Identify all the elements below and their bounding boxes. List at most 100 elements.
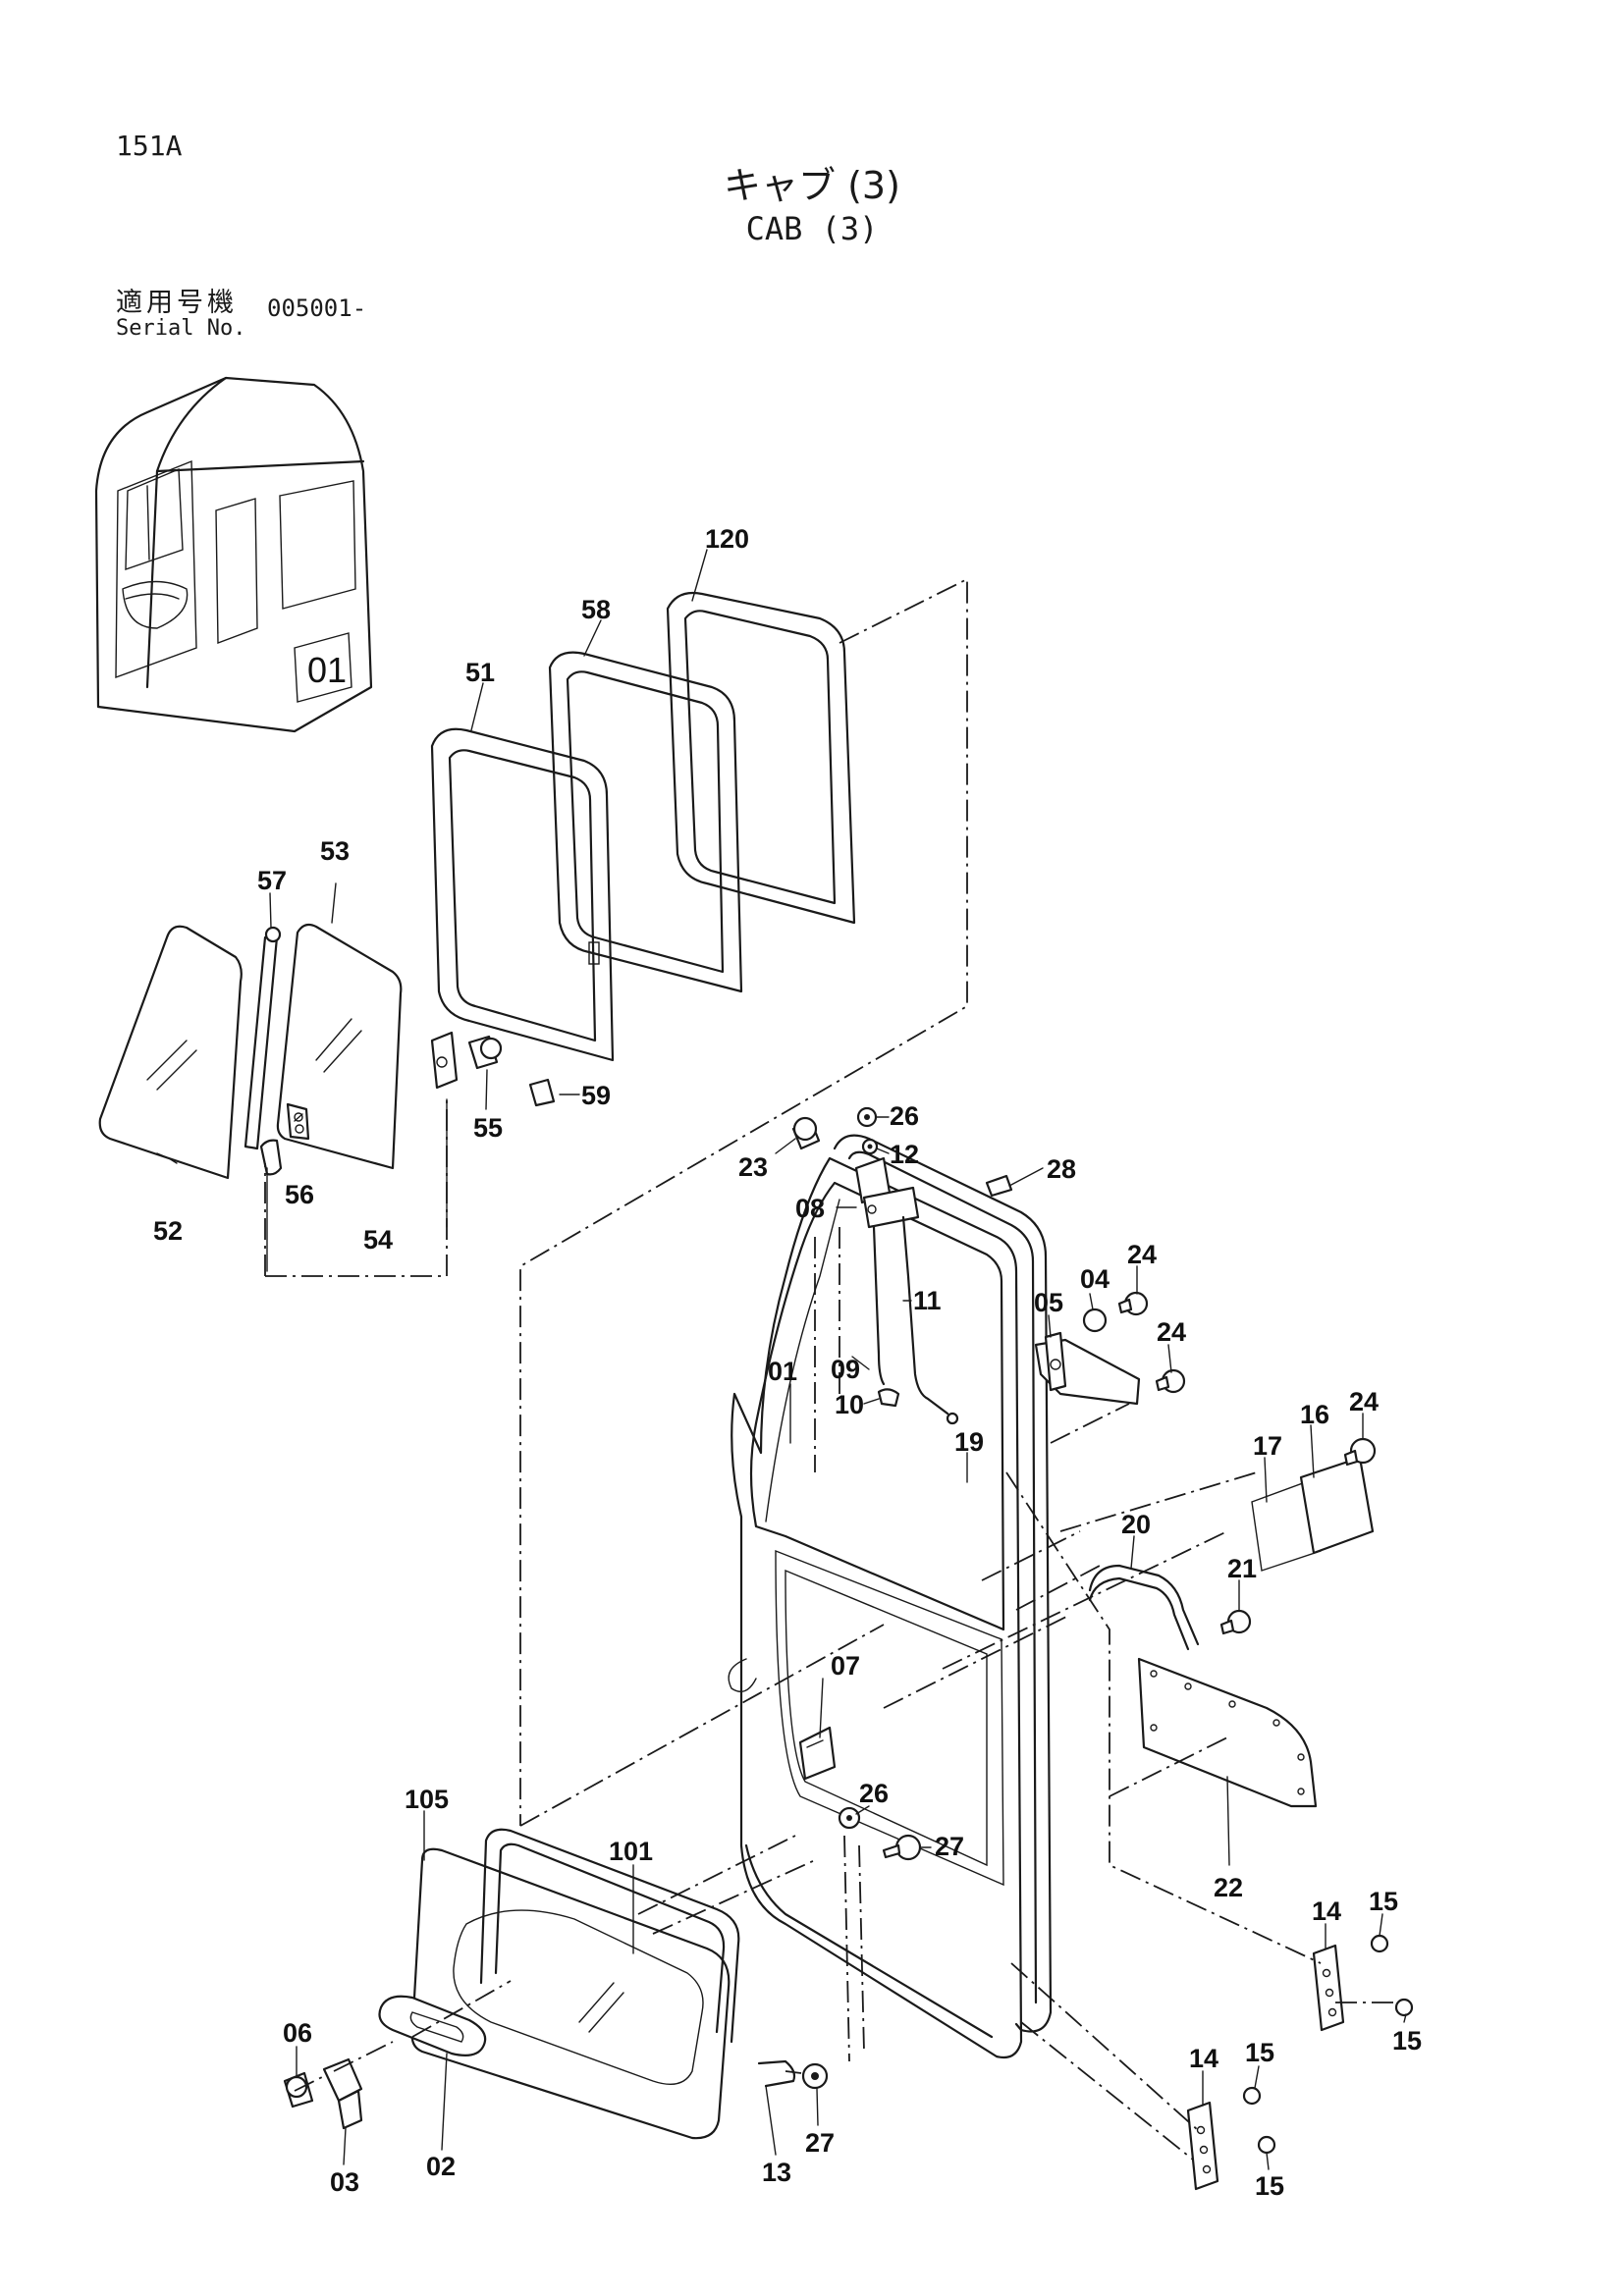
catch-bracket-54 [430, 1031, 459, 1090]
callout-13: 13 [762, 2158, 791, 2187]
callout-55: 55 [473, 1113, 503, 1143]
inner-handle-07 [798, 1726, 837, 1781]
bolt-24-b [1155, 1368, 1186, 1394]
nut-27-lower [801, 2062, 829, 2090]
callout-56: 56 [285, 1180, 314, 1209]
callout-numbers: 120 58 51 57 53 52 56 54 55 59 26 12 23 … [153, 524, 1422, 2201]
lock-bracket-08 [854, 1156, 920, 1229]
callout-26-door: 26 [859, 1779, 889, 1808]
bolt-15-a [1370, 1934, 1389, 1953]
clamp-28 [985, 1174, 1013, 1198]
bolt-55 [467, 1035, 503, 1070]
callout-53: 53 [320, 836, 350, 866]
bolt-21 [1219, 1609, 1252, 1635]
callout-12: 12 [890, 1140, 919, 1169]
callout-52: 52 [153, 1216, 183, 1246]
washer-12 [861, 1138, 879, 1155]
striker-05 [1034, 1331, 1141, 1406]
leader-lines [156, 549, 1407, 2170]
washer-04 [1082, 1308, 1108, 1333]
door-seal-19 [833, 1134, 1053, 2033]
callout-14-lower: 14 [1189, 2044, 1218, 2073]
serial-label-japanese: 適用号機 [116, 288, 238, 318]
callout-15-c: 15 [1245, 2038, 1274, 2067]
callout-24-b: 24 [1157, 1317, 1186, 1347]
callout-03: 03 [330, 2167, 359, 2197]
callout-08: 08 [795, 1194, 825, 1223]
callout-105: 105 [405, 1785, 449, 1814]
bolt-24-c [1343, 1437, 1377, 1467]
callout-19: 19 [954, 1427, 984, 1457]
callout-51: 51 [465, 658, 495, 687]
callout-02: 02 [426, 2152, 456, 2181]
callout-101: 101 [609, 1837, 653, 1866]
bolt-15-c [1242, 2086, 1262, 2106]
callout-58: 58 [581, 595, 611, 624]
hinge-14-upper [1312, 1944, 1345, 2032]
lock-cable-11 [901, 1215, 959, 1425]
callout-27-door: 27 [935, 1832, 964, 1861]
handle-escutcheon-02 [378, 1995, 487, 2056]
callout-17: 17 [1253, 1431, 1282, 1461]
callout-06: 06 [283, 2018, 312, 2048]
callout-15-d: 15 [1255, 2171, 1284, 2201]
callout-24-c: 24 [1349, 1387, 1379, 1416]
callout-11: 11 [913, 1286, 942, 1315]
callout-57: 57 [257, 866, 287, 895]
bolt-15-b [1394, 1998, 1414, 2017]
callout-07: 07 [831, 1651, 860, 1681]
callout-15-b: 15 [1392, 2026, 1422, 2056]
serial-label-english: Serial No. [116, 316, 246, 341]
lock-rod-09 [872, 1225, 886, 1386]
title-english: CAB (3) [745, 210, 879, 247]
nut-26-door [838, 1806, 861, 1830]
callout-09: 09 [831, 1355, 860, 1384]
bolt-15-d [1257, 2135, 1276, 2155]
callout-120: 120 [705, 524, 749, 554]
nut-26-top [856, 1106, 878, 1128]
window-glass-53 [276, 923, 403, 1170]
inset-part-label: 01 [307, 650, 347, 690]
window-panel-105 [410, 1847, 731, 2140]
callout-54: 54 [363, 1225, 393, 1255]
callout-14-upper: 14 [1312, 1896, 1341, 1926]
callout-27-lower: 27 [805, 2128, 835, 2158]
window-seal-101 [479, 1828, 740, 2044]
cab-inset-illustration: 01 [94, 376, 373, 733]
clip-10 [877, 1388, 900, 1408]
callout-15-a: 15 [1369, 1887, 1398, 1916]
callout-04: 04 [1080, 1264, 1110, 1294]
window-glass-52 [98, 925, 243, 1180]
grab-handle-20 [1088, 1564, 1200, 1651]
callout-22: 22 [1214, 1873, 1243, 1902]
bolt-23 [791, 1116, 821, 1150]
callout-01: 01 [768, 1357, 797, 1386]
callout-24-a: 24 [1127, 1240, 1157, 1269]
rod-13 [757, 2059, 796, 2088]
callout-20: 20 [1121, 1510, 1151, 1539]
cover-plate-16 [1299, 1456, 1375, 1555]
callout-05: 05 [1034, 1288, 1063, 1317]
callout-21: 21 [1227, 1554, 1257, 1583]
callout-28: 28 [1047, 1154, 1076, 1184]
callout-16: 16 [1300, 1400, 1329, 1429]
bolt-24-a [1117, 1291, 1149, 1316]
title-japanese: キャブ (3) [724, 164, 900, 207]
page-code: 151A [116, 130, 183, 162]
sash-bar-57 [244, 926, 282, 1150]
window-frame-58 [548, 651, 743, 993]
bolt-27-door [882, 1834, 922, 1861]
door-frame-01 [728, 1156, 1023, 2059]
latch-56 [259, 1102, 310, 1176]
callout-59: 59 [581, 1081, 611, 1110]
window-glass-51 [430, 727, 615, 1062]
serial-number-value: 005001- [267, 294, 367, 322]
outer-handle-03 [322, 2057, 363, 2130]
window-seal-120 [666, 591, 856, 925]
trim-panel-22 [1137, 1657, 1318, 1808]
callout-26-top: 26 [890, 1101, 919, 1131]
stopper-59 [528, 1078, 556, 1107]
hinge-14-lower [1186, 2101, 1219, 2191]
